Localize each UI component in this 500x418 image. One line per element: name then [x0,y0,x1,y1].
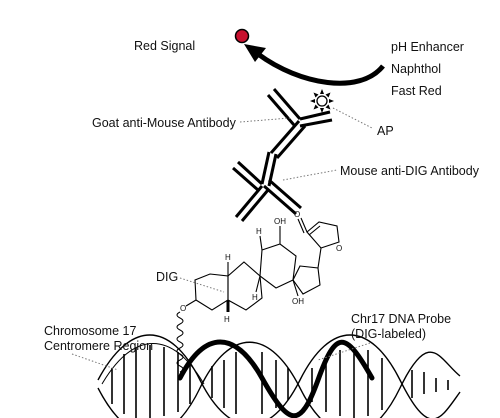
goat-anti-mouse-antibody [266,88,333,159]
atom-oxygen-ring: O [336,244,342,253]
atom-hydrogen-1: H [256,227,262,236]
atom-oxygen-lactone: O [294,210,300,219]
dig-molecule [185,217,340,312]
mouse-anti-dig-antibody [232,151,302,222]
dna-probe-strand [177,339,375,418]
label-ph-enhancer: pH Enhancer [391,40,464,54]
atom-hydrogen-2: H [225,253,231,262]
label-chromosome-line1: Chromosome 17 [44,324,136,338]
label-probe-line2: (DIG-labeled) [351,327,426,341]
label-mouse-antibody: Mouse anti-DIG Antibody [340,164,480,178]
atom-hydroxyl-bottom: OH [292,297,304,306]
atom-hydrogen-3: H [252,293,258,302]
atom-oxygen-link: O [180,304,186,313]
ap-enzyme-icon [310,89,334,113]
label-ap: AP [377,124,394,138]
label-probe-line1: Chr17 DNA Probe [351,312,451,326]
red-signal-dot [234,28,250,44]
label-dig: DIG [156,270,178,284]
label-naphthol: Naphthol [391,62,441,76]
label-red-signal: Red Signal [134,39,195,53]
label-chromosome-line2: Centromere Region [44,339,153,353]
label-goat-antibody: Goat anti-Mouse Antibody [92,116,237,130]
label-fast-red: Fast Red [391,84,442,98]
reaction-arrow [244,44,385,86]
dna-double-helix [97,334,461,418]
atom-hydrogen-4: H [224,315,230,324]
atom-hydroxyl-top: OH [274,217,286,226]
